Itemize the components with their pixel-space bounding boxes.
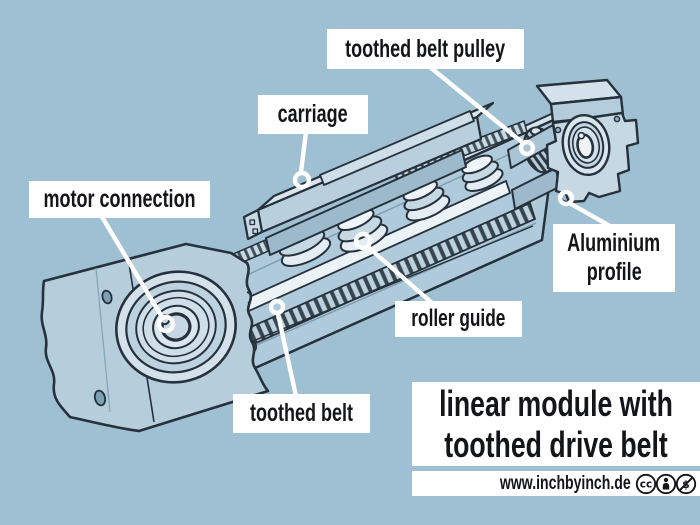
label-toothed-belt: toothed belt — [233, 394, 370, 433]
svg-text:cc: cc — [640, 478, 652, 490]
label-toothed-belt-pulley: toothed belt pulley — [327, 29, 524, 69]
attribution-icon — [655, 473, 677, 494]
label-motor-connection-text: motor connection — [43, 185, 196, 213]
label-toothed-belt-pulley-text: toothed belt pulley — [345, 34, 506, 63]
label-aluminium-profile: Aluminium profile — [553, 224, 675, 292]
marker-toothed-belt — [268, 298, 286, 316]
label-roller-guide-text: roller guide — [411, 305, 506, 332]
non-commercial-icon: $ — [675, 473, 697, 494]
marker-carriage — [292, 170, 312, 190]
leader-aluminium-profile — [568, 201, 613, 229]
marker-aluminium-profile — [557, 189, 575, 207]
carriage-drawing — [242, 101, 495, 256]
leader-motor-connection — [99, 214, 165, 320]
diagram-title: linear module with toothed drive belt — [412, 382, 700, 466]
website-text: www.inchbyinch.de — [500, 472, 631, 494]
aluminium-profile-drawing — [507, 78, 640, 210]
marker-roller-guide — [353, 231, 373, 251]
label-aluminium-profile-line1: Aluminium — [567, 229, 661, 257]
leader-roller-guide — [365, 244, 435, 306]
leader-toothed-belt-pulley — [427, 64, 526, 146]
cc-icon: cc — [635, 473, 657, 494]
motor-end-drawing — [40, 242, 270, 433]
leader-carriage — [298, 129, 309, 175]
label-carriage: carriage — [258, 95, 368, 134]
leader-toothed-belt — [275, 311, 299, 399]
license-icons: cc $ — [635, 473, 697, 495]
label-aluminium-profile-line2: profile — [586, 258, 642, 286]
marker-motor-connection — [156, 314, 176, 334]
label-carriage-text: carriage — [277, 100, 349, 128]
label-motor-connection: motor connection — [29, 181, 210, 218]
title-line2: toothed drive belt — [444, 424, 668, 465]
title-line1: linear module with — [439, 383, 673, 424]
label-roller-guide: roller guide — [395, 301, 522, 337]
credit-bar: www.inchbyinch.de cc $ — [412, 471, 700, 496]
marker-toothed-belt-pulley — [518, 139, 536, 157]
label-toothed-belt-text: toothed belt — [250, 399, 353, 427]
